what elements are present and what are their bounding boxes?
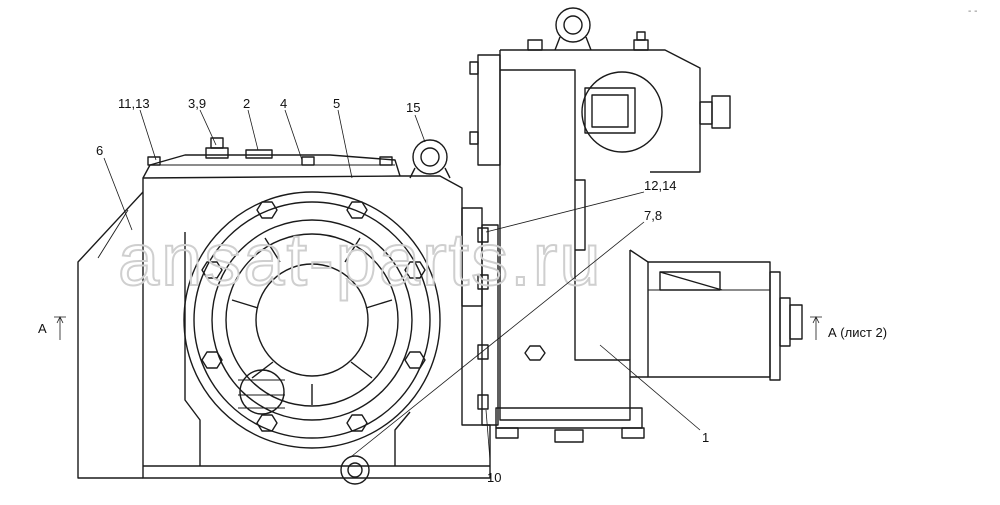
watermark: ansat-parts.ru	[118, 218, 603, 301]
flange-bolts	[477, 224, 499, 426]
callout-5: 5	[333, 96, 340, 111]
corner-mark: - -	[968, 6, 977, 17]
callout-15: 15	[406, 100, 420, 115]
section-label-right: А (лист 2)	[828, 325, 887, 340]
callout-10: 10	[487, 470, 501, 485]
callout-2: 2	[243, 96, 250, 111]
callout-3-9: 3,9	[188, 96, 206, 111]
section-label-left: А	[38, 321, 47, 336]
section-mark-left	[54, 316, 66, 340]
callout-4: 4	[280, 96, 287, 111]
callout-11-13: 11,13	[118, 96, 150, 111]
section-mark-right	[810, 316, 822, 340]
gearbox-housing	[77, 137, 491, 485]
motor-housing	[469, 7, 803, 443]
callout-6: 6	[96, 143, 103, 158]
bearing-cover	[183, 191, 441, 449]
callout-7-8: 7,8	[644, 208, 662, 223]
callout-1: 1	[702, 430, 709, 445]
leader-lines	[103, 109, 701, 461]
callout-12-14: 12,14	[644, 178, 677, 193]
